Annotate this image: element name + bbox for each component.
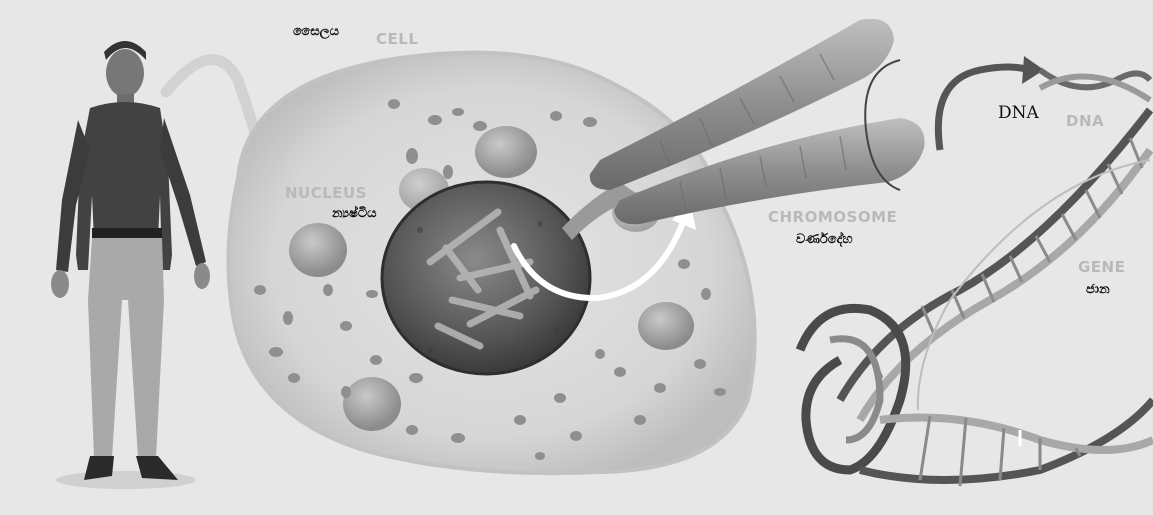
gene-label-sinhala: ජාන bbox=[1086, 282, 1110, 297]
gene-label: GENE bbox=[1078, 258, 1125, 276]
nucleus bbox=[382, 182, 590, 374]
dna-label: DNA bbox=[998, 103, 1039, 123]
nucleus-label-sinhala: න්‍යෂ්ටිය bbox=[332, 206, 377, 221]
nucleus-label: NUCLEUS bbox=[285, 184, 367, 202]
chromosome-label: CHROMOSOME bbox=[768, 208, 897, 226]
dna-label-grey: DNA bbox=[1066, 112, 1104, 130]
chromosome-label-sinhala: වර්ණදේහ bbox=[796, 232, 853, 247]
cell-label: CELL bbox=[376, 30, 418, 48]
cell-label-sinhala: සෛලය bbox=[293, 24, 339, 39]
